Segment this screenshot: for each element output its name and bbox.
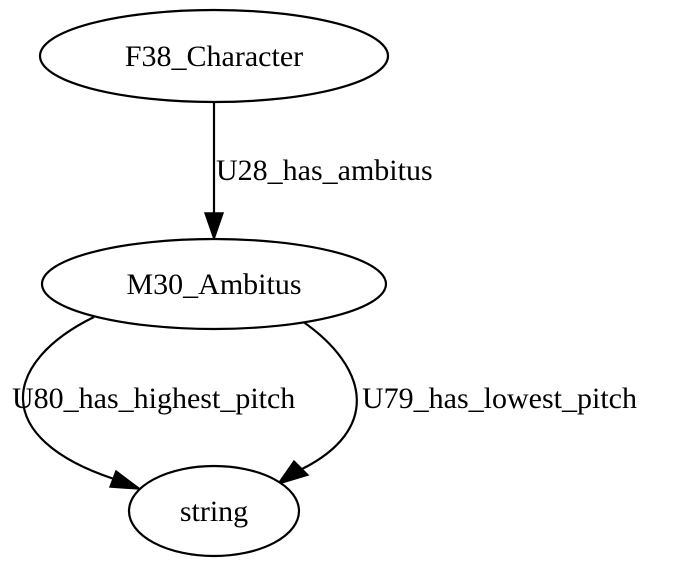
node-string-ellipse [127, 464, 301, 558]
edge-has-ambitus: U28_has_ambitus [203, 102, 433, 242]
edge-has-lowest-pitch-arrowhead [276, 459, 310, 486]
node-ambitus: M30_Ambitus [40, 237, 388, 331]
edge-has-lowest-pitch-label: U79_has_lowest_pitch [362, 382, 637, 415]
node-character-ellipse [38, 8, 390, 104]
edge-has-highest-pitch-arrowhead [108, 469, 143, 490]
edge-has-lowest-pitch-line [301, 320, 358, 470]
node-ambitus-label: M30_Ambitus [126, 268, 301, 301]
node-string-label: string [180, 495, 248, 528]
edge-has-highest-pitch-label: U80_has_highest_pitch [12, 382, 295, 415]
edge-has-ambitus-label: U28_has_ambitus [216, 154, 433, 187]
edge-has-ambitus-arrowhead [203, 212, 225, 242]
node-character-label: F38_Character [125, 40, 303, 73]
node-character: F38_Character [38, 8, 390, 104]
node-ambitus-ellipse [40, 237, 388, 331]
node-string: string [127, 464, 301, 558]
edge-has-highest-pitch-line [21, 316, 115, 481]
edge-has-highest-pitch: U80_has_highest_pitch [12, 316, 295, 490]
edge-has-lowest-pitch: U79_has_lowest_pitch [276, 320, 637, 486]
